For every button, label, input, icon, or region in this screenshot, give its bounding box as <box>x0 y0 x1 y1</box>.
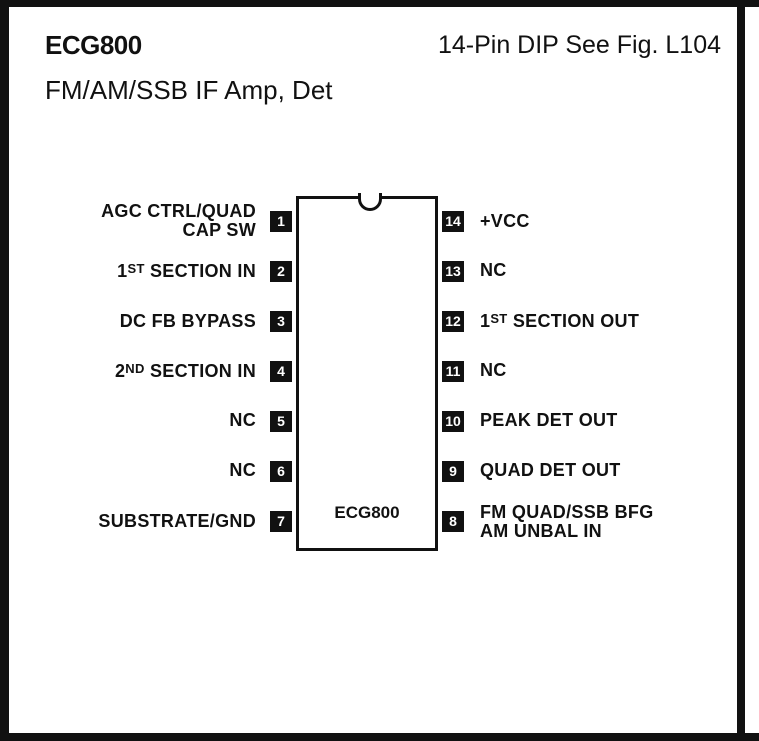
pin-1-label-line1: AGC CTRL/QUAD <box>101 201 256 221</box>
pin-12-box: 12 <box>442 311 464 332</box>
pin-13-label: NC <box>480 260 507 280</box>
pin-12-label-prefix: 1 <box>480 311 491 331</box>
pin-8-label: FM QUAD/SSB BFG AM UNBAL IN <box>480 503 654 541</box>
frame-top-border <box>0 0 759 7</box>
pin-2-box: 2 <box>270 261 292 282</box>
pin-12-label-sup: ST <box>490 311 508 326</box>
pin-9-box: 9 <box>442 461 464 482</box>
pin-2-label: 1ST SECTION IN <box>117 261 256 281</box>
pin-14-box: 14 <box>442 211 464 232</box>
pin-4-label-sup: ND <box>125 361 145 376</box>
pin-1-label-line2: CAP SW <box>182 220 256 240</box>
frame-bottom-border <box>0 733 759 741</box>
pin-7-label: SUBSTRATE/GND <box>98 511 256 531</box>
dip-chip-body <box>296 196 438 551</box>
pin-4-box: 4 <box>270 361 292 382</box>
pin-11-label: NC <box>480 360 507 380</box>
pin-8-box: 8 <box>442 511 464 532</box>
pin-3-label: DC FB BYPASS <box>119 311 256 331</box>
pin-1-label: AGC CTRL/QUAD CAP SW <box>101 202 256 240</box>
pin-7-box: 7 <box>270 511 292 532</box>
part-number-title: ECG800 <box>45 30 142 60</box>
pin-4-label: 2ND SECTION IN <box>114 361 256 381</box>
pin-13-box: 13 <box>442 261 464 282</box>
pin-2-label-prefix: 1 <box>117 261 128 281</box>
pin-5-label: NC <box>229 410 256 430</box>
pin-3-box: 3 <box>270 311 292 332</box>
pin-4-label-prefix: 2 <box>114 361 126 381</box>
frame-left-border <box>0 0 9 741</box>
pin-9-label: QUAD DET OUT <box>480 460 621 480</box>
package-reference: 14-Pin DIP See Fig. L104 <box>437 31 721 59</box>
chip-orientation-notch <box>358 193 382 211</box>
frame-right-border <box>737 0 745 741</box>
pin-1-box: 1 <box>270 211 292 232</box>
pin-10-box: 10 <box>442 411 464 432</box>
pin-8-label-line2: AM UNBAL IN <box>480 521 602 541</box>
pin-12-label-text: SECTION OUT <box>507 311 640 331</box>
pin-14-label: +VCC <box>480 211 530 231</box>
pin-10-label: PEAK DET OUT <box>480 410 618 430</box>
device-description: FM/AM/SSB IF Amp, Det <box>45 75 333 105</box>
pin-4-label-text: SECTION IN <box>144 361 256 381</box>
pin-6-label: NC <box>229 460 256 480</box>
pin-2-label-sup: ST <box>127 261 145 276</box>
chip-label: ECG800 <box>334 503 400 522</box>
pin-5-box: 5 <box>270 411 292 432</box>
pin-6-box: 6 <box>270 461 292 482</box>
pin-8-label-line1: FM QUAD/SSB BFG <box>480 502 654 522</box>
pin-11-box: 11 <box>442 361 464 382</box>
pin-12-label: 1ST SECTION OUT <box>480 311 640 331</box>
pin-2-label-text: SECTION IN <box>144 261 256 281</box>
